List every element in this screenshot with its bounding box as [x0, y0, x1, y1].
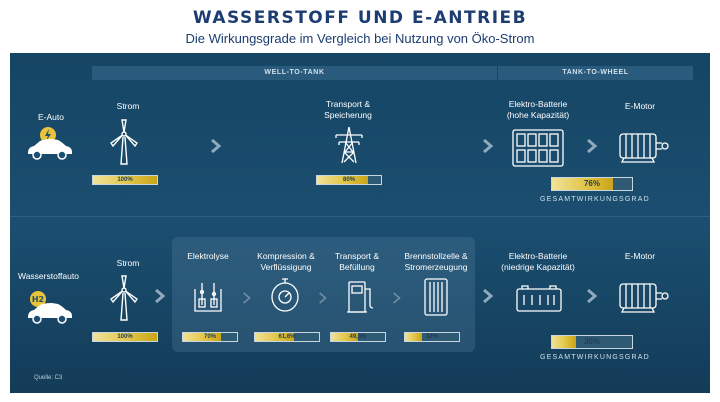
hydrogen-car-icon: H2 [24, 289, 74, 325]
chevron-right-icon [392, 291, 402, 309]
total-label-eauto: GESAMTWIRKUNGSGRAD [540, 196, 650, 203]
header-tank-to-wheel: TANK-TO-WHEEL [498, 66, 693, 80]
step-label-motor-h2: E-Motor [624, 251, 656, 261]
bar-strom-h2: 100% [92, 332, 158, 342]
page-title: WASSERSTOFF UND E-ANTRIEB [192, 8, 528, 28]
step-label-transport-eauto: Transport & Speicherung [324, 99, 372, 120]
header-well-to-tank: WELL-TO-TANK [92, 66, 497, 80]
step-label-batterie-h2: Elektro-Batterie (niedrige Kapazität) [501, 251, 575, 272]
h2-badge: H2 [32, 295, 44, 304]
large-battery-icon [512, 129, 564, 167]
bar-value: 100% [117, 334, 133, 340]
chevron-right-icon [210, 138, 222, 158]
total-bar-eauto: 76% [551, 177, 633, 191]
small-battery-icon [516, 285, 562, 313]
bar-transport-h2: 49,3% [330, 332, 386, 342]
chevron-right-icon [586, 138, 598, 158]
bar-kompression: 61,6% [254, 332, 320, 342]
page-subtitle: Die Wirkungsgrade im Vergleich bei Nutzu… [185, 31, 535, 46]
bar-transport-eauto: 80% [316, 175, 382, 185]
diagram-panel: WELL-TO-TANK TANK-TO-WHEEL E-Auto Strom … [10, 53, 710, 393]
chevron-right-icon [586, 288, 598, 308]
step-label-strom-eauto: Strom [116, 101, 140, 111]
row-label-wasserstoff: Wasserstoffauto [18, 271, 79, 281]
chevron-right-icon [482, 288, 494, 308]
row-label-eauto: E-Auto [38, 112, 64, 122]
bar-value: 61,6% [278, 334, 296, 340]
chevron-right-icon [318, 291, 328, 309]
step-label-motor-eauto: E-Motor [624, 101, 656, 111]
total-value: 30% [583, 337, 600, 346]
total-label-h2: GESAMTWIRKUNGSGRAD [540, 354, 650, 361]
electric-motor-icon [618, 131, 670, 163]
bar-strom-eauto: 100% [92, 175, 158, 185]
chevron-right-icon [154, 288, 166, 308]
electric-car-icon [24, 125, 74, 161]
electric-motor-icon [618, 281, 670, 313]
gas-tank-icon [268, 277, 302, 315]
fuel-pump-icon [346, 279, 376, 315]
bar-value: 49,3% [349, 334, 367, 340]
bar-value: 100% [117, 177, 133, 183]
step-label-elektrolyse: Elektrolyse [187, 251, 229, 261]
bar-value: 80% [342, 177, 355, 183]
electrolysis-icon [190, 279, 226, 315]
bar-elektrolyse: 70% [182, 332, 238, 342]
step-label-kompression: Kompression & Verflüssigung [257, 251, 315, 272]
wind-turbine-icon [106, 119, 142, 165]
chevron-right-icon [482, 138, 494, 158]
step-label-transport-h2: Transport & Befüllung [334, 251, 380, 272]
bar-brennstoff: 32% [404, 332, 460, 342]
step-label-batterie-eauto: Elektro-Batterie (hohe Kapazität) [506, 99, 570, 120]
bar-value: 70% [203, 334, 216, 340]
bar-value: 32% [425, 334, 438, 340]
total-value: 76% [583, 179, 600, 188]
row-divider [10, 216, 710, 217]
chevron-right-icon [242, 291, 252, 309]
total-bar-h2: 30% [551, 335, 633, 349]
power-pylon-icon [332, 125, 366, 165]
source-note: Quelle: C3 [34, 375, 63, 381]
fuel-cell-icon [422, 277, 450, 317]
wind-turbine-icon [106, 275, 142, 321]
step-label-strom-h2: Strom [116, 258, 140, 268]
step-label-brennstoff: Brennstollzelle & Stromerzeugung [404, 251, 468, 272]
